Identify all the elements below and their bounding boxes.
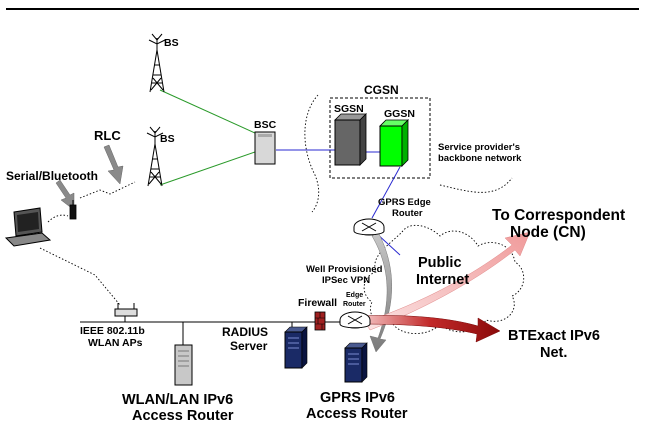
public-internet-label-line2: Internet <box>416 272 469 288</box>
gprs-access-router-label-line2: Access Router <box>306 406 408 422</box>
vpn-label-line2: IPSec VPN <box>322 275 370 286</box>
sgsn-device <box>334 113 367 166</box>
wlan-aps-label-line1: IEEE 802.11b <box>80 325 145 337</box>
ggsn-to-edge-router-link <box>371 166 401 219</box>
public-internet-label-line1: Public <box>418 255 462 271</box>
firewall-device <box>314 311 326 331</box>
bs-mid-label: BS <box>160 133 175 145</box>
wlan-lan-router-label-line2: Access Router <box>132 408 234 424</box>
btexact-label-line1: BTExact IPv6 <box>508 328 600 344</box>
radius-label-line1: RADIUS <box>222 325 268 339</box>
bs-top-tower <box>148 33 166 93</box>
sp-backbone-boundary-right <box>439 177 513 193</box>
phone-device <box>69 200 77 220</box>
cgsn-box <box>329 97 431 179</box>
bsc-device <box>254 131 276 165</box>
gprs-edge-router-label-line1: GPRS Edge <box>378 197 431 208</box>
laptop-device <box>4 207 52 247</box>
gprs-edge-router <box>353 218 385 236</box>
to-cn-label-line2: Node (CN) <box>510 224 586 241</box>
ggsn-label: GGSN <box>384 108 415 120</box>
ggsn-device <box>379 119 409 167</box>
wlan-ap-device <box>114 303 138 317</box>
bs-mid-tower <box>146 126 164 187</box>
vpn-arrow <box>369 231 392 353</box>
radius-server <box>284 326 308 369</box>
rlc-label: RLC <box>94 128 121 143</box>
serial-bluetooth-label: Serial/Bluetooth <box>6 169 98 183</box>
sgsn-label: SGSN <box>334 103 364 115</box>
bs-mid-to-bsc-link <box>159 151 256 186</box>
cgsn-label: CGSN <box>364 83 399 97</box>
edge-router-label-line2: Router <box>343 301 366 308</box>
bs-top-to-bsc-link <box>159 89 256 134</box>
vpn-label-line1: Well Provisioned <box>306 264 383 275</box>
wlan-lan-access-router-device <box>174 344 193 386</box>
gprs-edge-router-label-line2: Router <box>392 208 423 219</box>
wlan-lan-router-label-line1: WLAN/LAN IPv6 <box>122 392 233 408</box>
gprs-access-router-label-line1: GPRS IPv6 <box>320 390 395 406</box>
sp-backbone-boundary-left <box>304 94 320 213</box>
btexact-label-line2: Net. <box>540 345 567 361</box>
rlc-arrow <box>103 144 124 185</box>
to-cn-label-line1: To Correspondent <box>492 207 625 224</box>
gprs-access-router-device <box>344 342 368 383</box>
laptop-to-ap-wireless <box>39 247 121 306</box>
public-internet-cloud <box>363 224 525 334</box>
phone-to-bs-radio <box>79 181 136 199</box>
bs-top-label: BS <box>164 37 179 49</box>
firewall-label: Firewall <box>298 297 337 309</box>
sp-backbone-label-line1: Service provider's <box>438 142 520 153</box>
wlan-aps-label-line2: WLAN APs <box>88 337 143 349</box>
edge-router-label-line1: Edge <box>346 292 363 299</box>
radius-label-line2: Server <box>230 339 268 353</box>
bsc-label: BSC <box>254 119 277 131</box>
btexact-arrow <box>359 315 501 343</box>
edge-router <box>339 311 371 329</box>
serial-bluetooth-arrow <box>55 179 75 211</box>
laptop-to-phone-link <box>47 214 69 223</box>
sp-backbone-label-line2: backbone network <box>438 153 522 164</box>
